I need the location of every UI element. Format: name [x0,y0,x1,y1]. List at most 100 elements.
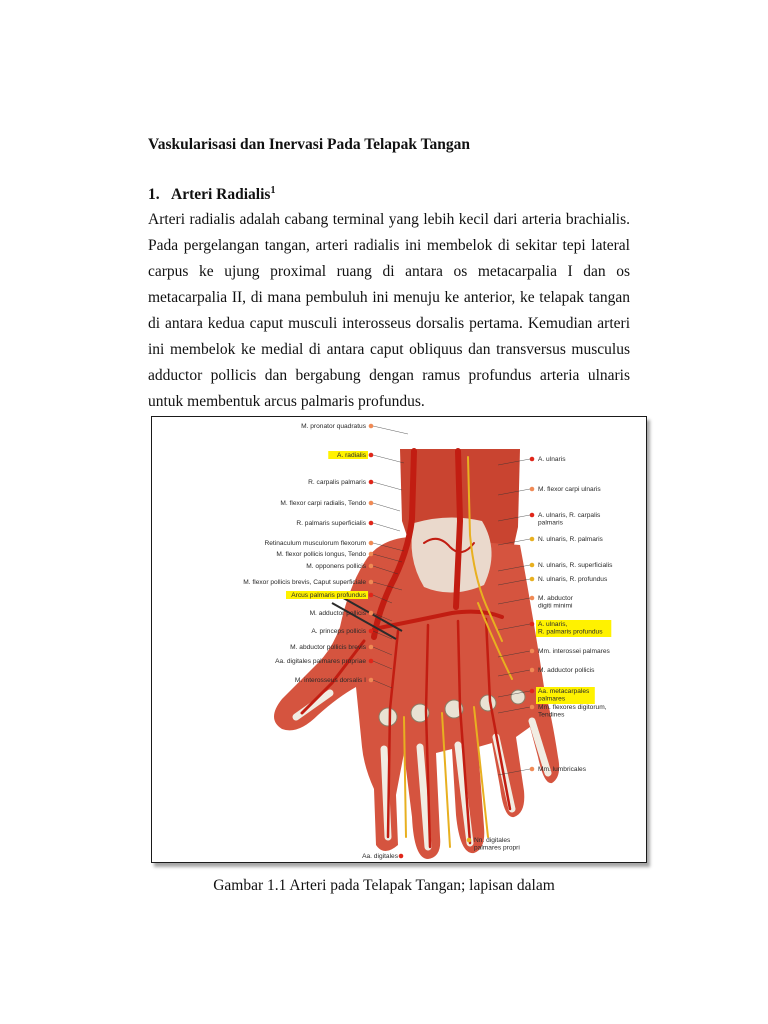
figure-label-right: A. ulnaris, R. carpalis [538,512,601,519]
leader-line [372,646,393,656]
label-dot [529,621,535,627]
leader-line [372,542,405,552]
figure-label-left: R. carpalis palmaris [308,479,367,486]
leader-line [497,768,531,776]
label-dot [368,644,374,650]
section-heading: 1.Arteri Radialis1 [148,186,275,204]
figure-label-right: Mm. interossei palmares [538,648,611,655]
right-label-column: A. ulnaris M. flexor carpi ulnaris A. ulna… [497,456,613,776]
leader-line [497,597,531,605]
arteries [300,448,512,849]
figure-label-right: N. ulnaris, R. profundus [538,576,608,583]
label-dot [368,563,374,569]
leader-line [372,581,403,591]
figure-label-right: digiti minimi [538,603,573,610]
leader-line [372,454,405,464]
hand-shape [274,537,560,859]
figure-label-right: Aa. metacarpales [538,688,590,695]
leader-line [372,660,393,670]
leader-line [372,481,403,491]
footnote-marker: 1 [270,185,276,196]
label-dot [368,592,374,598]
figure-label-left: M. adductor pollicis [310,610,367,617]
label-dot [529,562,535,568]
figure-label-right: N. ulnaris, R. palmaris [538,536,604,543]
label-dot [529,486,535,492]
label-dot [368,452,374,458]
label-highlight [328,451,368,459]
label-dot [529,667,535,673]
label-dot [529,766,535,772]
figure-label-bottom: Nn. digitales [474,837,511,844]
label-highlight [536,620,612,637]
figure-label-right: Mm. lumbricales [538,766,587,773]
label-dot [529,576,535,582]
document-title: Vaskularisasi dan Inervasi Pada Telapak … [148,136,471,153]
label-dot [368,500,374,506]
leader-line [497,564,531,572]
label-highlight [536,687,595,704]
hand-drawing [274,448,560,859]
figure-label-right: A. ulnaris [538,456,566,463]
figure-label-right: M. abductor [538,595,574,602]
figure-label-right: N. ulnaris, R. superficialis [538,562,613,569]
figure-label-left: Retinaculum musculorum flexorum [264,540,366,547]
leader-line [372,612,393,622]
leader-line [372,502,401,512]
label-dot [368,540,374,546]
label-dot [368,579,374,585]
figure-label-left: Aa. digitales palmares propriae [275,658,366,665]
carpal-region [411,517,492,593]
label-dot [529,688,535,694]
figure-label-left: M. flexor pollicis brevis, Caput superfi… [243,579,366,586]
label-dot [368,520,374,526]
figure-label-right: A. ulnaris, [538,621,567,628]
figure-label-left: M. interosseus dorsalis I [295,677,366,684]
leader-line [497,538,531,546]
figure-label-right: palmares [538,696,566,703]
figure-label-right: palmaris [538,520,564,527]
figure-label-bottom: Aa. digitales [362,853,399,860]
label-dot [466,837,472,843]
label-dot [368,479,374,485]
figure-label-left: R. palmaris superficialis [296,520,366,527]
bone-heads [378,689,526,727]
figure-label-left: A. radialis [337,452,367,459]
label-highlight [286,591,368,599]
label-dot [368,610,374,616]
figure-label-left: M. flexor pollicis longus, Tendo [276,551,366,558]
leader-line [372,425,409,435]
leader-line [372,630,393,640]
leader-line [372,565,399,575]
label-dot [368,423,374,429]
figure-label-right: R. palmaris profundus [538,629,603,636]
leader-line [497,650,531,658]
figure-label-right: M. adductor pollicis [538,667,595,674]
leader-line [497,690,531,698]
leader-line [497,669,531,677]
figure-label-bottom: palmares propri [474,845,520,852]
leader-line [372,679,393,689]
leader-line [497,623,531,631]
label-dot [398,853,404,859]
leader-line [497,706,531,714]
label-dot [368,677,374,683]
label-dot [529,648,535,654]
leader-line [372,594,393,604]
section-title: Arteri Radialis [171,186,271,203]
label-dot [529,512,535,518]
label-dot [529,704,535,710]
figure-label-left: M. flexor carpi radialis, Tendo [280,500,366,507]
nerves [403,456,513,848]
figure-label-left: A. princeps pollicis [311,628,366,635]
leader-line [497,514,531,522]
figure-label-right: M. flexor carpi ulnaris [538,486,601,493]
figure-label-left: M. opponens pollicis [306,563,366,570]
figure-label-left: M. abductor pollicis brevis [290,644,367,651]
label-dot [529,595,535,601]
figure-label-right: Mm. flexores digitorum, [538,704,607,711]
